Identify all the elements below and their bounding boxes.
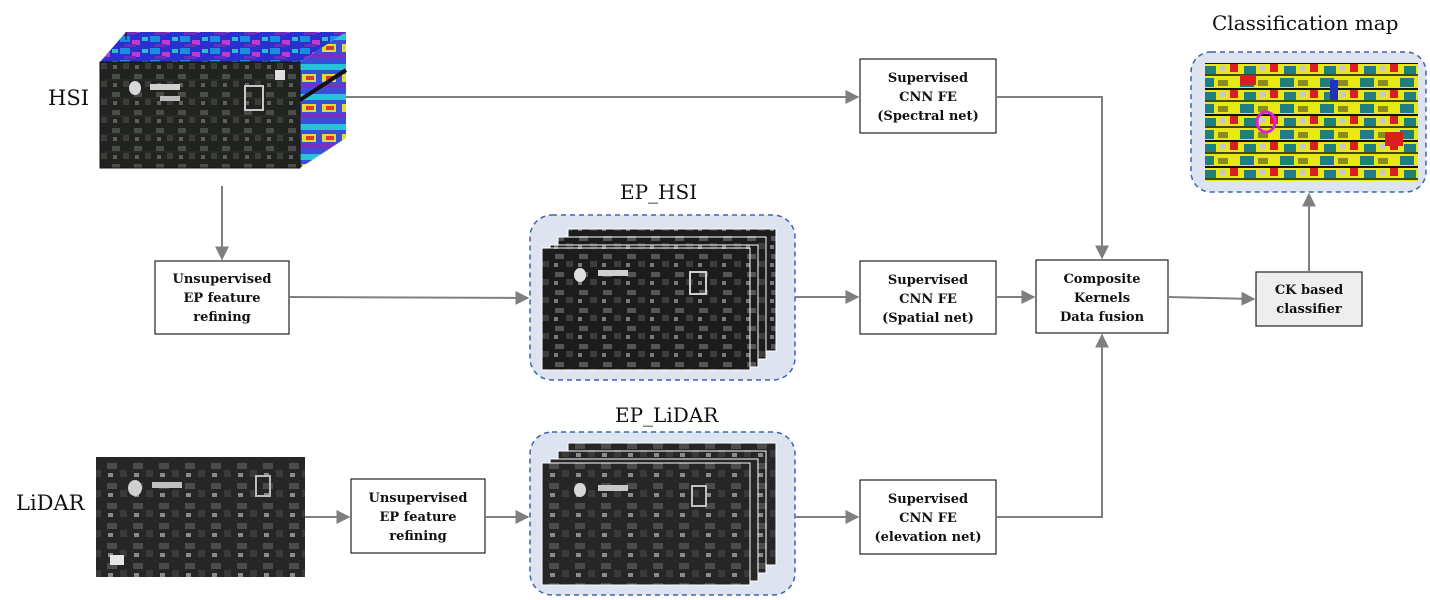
hsi-cube-side — [300, 32, 346, 168]
svg-text:Unsupervised: Unsupervised — [173, 272, 272, 287]
svg-text:refining: refining — [389, 529, 447, 544]
svg-text:Supervised: Supervised — [888, 71, 968, 86]
spectral-net-box: Supervised CNN FE (Spectral net) — [859, 58, 997, 134]
svg-text:refining: refining — [193, 310, 251, 325]
arrow-elevation-to-fusion — [996, 333, 1109, 518]
svg-text:EP feature: EP feature — [183, 291, 260, 306]
hsi-cube-top — [100, 32, 346, 62]
elevation-net-box: Supervised CNN FE (elevation net) — [859, 479, 997, 555]
svg-text:Kernels: Kernels — [1074, 291, 1130, 306]
svg-text:Data fusion: Data fusion — [1060, 310, 1145, 325]
ck-classifier-box: CK based classifier — [1255, 271, 1363, 327]
ep-hsi-stack — [529, 214, 796, 381]
arrow-spectral-to-fusion — [996, 96, 1109, 260]
svg-text:Unsupervised: Unsupervised — [369, 491, 468, 506]
ep-lidar-front-image — [541, 462, 751, 586]
svg-text:EP feature: EP feature — [379, 510, 456, 525]
lidar-image — [96, 457, 305, 577]
hsi-cube-image — [99, 32, 348, 169]
svg-text:(elevation net): (elevation net) — [874, 530, 981, 545]
svg-text:CK based: CK based — [1275, 283, 1343, 298]
lidar-image-tile — [96, 457, 305, 577]
ep-hsi-front-image — [541, 247, 751, 371]
unsupervised-ep-hsi-box: Unsupervised EP feature refining — [154, 260, 290, 335]
svg-text:Supervised: Supervised — [888, 492, 968, 507]
classification-map-image — [1205, 63, 1418, 181]
unsupervised-ep-lidar-box: Unsupervised EP feature refining — [350, 478, 486, 554]
classification-map — [1190, 51, 1427, 193]
svg-text:(Spatial net): (Spatial net) — [882, 311, 974, 326]
arrow-fusion-to-classifier — [1167, 291, 1256, 306]
ep-hsi-title: EP_HSI — [620, 180, 697, 204]
svg-text:Supervised: Supervised — [888, 273, 968, 288]
svg-text:CNN FE: CNN FE — [899, 90, 957, 105]
composite-kernels-box: Composite Kernels Data fusion — [1035, 259, 1169, 334]
ep-lidar-stack — [529, 431, 796, 596]
hsi-cube-front — [99, 61, 301, 169]
lidar-label: LiDAR — [16, 491, 86, 515]
classification-map-title: Classification map — [1212, 11, 1398, 35]
spatial-net-box: Supervised CNN FE (Spatial net) — [859, 260, 997, 335]
connector-arrows — [215, 90, 1316, 524]
svg-text:Composite: Composite — [1063, 272, 1140, 287]
hsi-label: HSI — [48, 86, 89, 110]
svg-text:CNN FE: CNN FE — [899, 292, 957, 307]
svg-text:(Spectral net): (Spectral net) — [877, 109, 978, 124]
svg-text:CNN FE: CNN FE — [899, 511, 957, 526]
svg-text:classifier: classifier — [1276, 302, 1342, 317]
arrow-unsupervised-to-ep-hsi — [289, 290, 530, 305]
ep-lidar-title: EP_LiDAR — [615, 403, 719, 427]
